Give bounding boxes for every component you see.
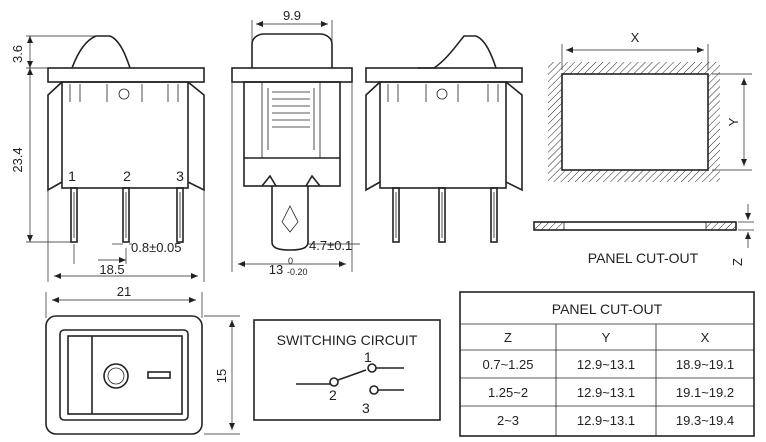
dim-bezel-width: 21	[117, 284, 131, 299]
cutout-table: PANEL CUT-OUT Z Y X 0.7~1.25 12.9~13.1 1…	[459, 291, 755, 437]
terminal-3	[176, 187, 184, 243]
dim-body-width: 13	[269, 262, 283, 277]
table-cell: 1.25~2	[488, 385, 528, 400]
dim-body-height: 23.4	[10, 147, 25, 172]
terminal-number-2: 2	[123, 168, 131, 184]
panel-cutout-label: PANEL CUT-OUT	[588, 250, 699, 266]
circuit-terminal-3: 3	[362, 400, 370, 416]
table-header-x: X	[701, 330, 710, 345]
table-cell: 19.1~19.2	[676, 385, 734, 400]
terminal-number-1: 1	[68, 168, 76, 184]
cutout-rectangle	[561, 73, 709, 171]
switching-circuit: SWITCHING CIRCUIT 1 2 3	[253, 319, 441, 421]
dim-cutout-y: Y	[726, 117, 741, 126]
table-cell: 12.9~13.1	[577, 413, 635, 428]
dim-rocker-height: 3.6	[10, 45, 25, 63]
dim-pin-width: 4.7±0.1	[309, 238, 352, 253]
switching-circuit-box	[253, 319, 441, 421]
dim-top-width: 9.9	[283, 8, 301, 23]
indicator-hole	[118, 88, 130, 100]
terminal-number-3: 3	[176, 168, 184, 184]
table-title: PANEL CUT-OUT	[552, 301, 663, 317]
side-view: 1 2 3 3.6 23.4 0.8±0.05 18.5	[10, 35, 205, 282]
front-view: 9.9 4.7±0.1 13 0 -0.20	[231, 8, 360, 277]
dim-body-tol-upper: 0	[288, 256, 293, 266]
off-symbol	[103, 363, 129, 389]
table-cell: 0.7~1.25	[483, 357, 534, 372]
terminal-1	[70, 187, 78, 243]
dim-cutout-z: Z	[730, 258, 745, 266]
table-cell: 19.3~19.4	[676, 413, 734, 428]
rocker-actuator-2	[418, 35, 497, 69]
side-view-2	[365, 35, 523, 243]
table-header-z: Z	[504, 330, 512, 345]
bezel	[45, 315, 203, 435]
terminal-hole	[281, 205, 299, 233]
table-cell: 12.9~13.1	[577, 385, 635, 400]
panel-section	[533, 221, 737, 231]
top-view: 21 15	[45, 284, 240, 435]
rocker-front	[251, 33, 333, 68]
circuit-terminal-1: 1	[364, 349, 372, 365]
on-symbol	[147, 371, 171, 379]
terminal-2	[122, 187, 130, 243]
switching-circuit-title: SWITCHING CIRCUIT	[277, 332, 418, 348]
dim-body-tol-lower: -0.20	[287, 267, 308, 277]
dim-bezel-height: 15	[214, 369, 229, 383]
panel-cutout-view: X Y Z PANEL CUT-OUT	[533, 30, 754, 266]
rocker-actuator	[71, 35, 131, 69]
table-cell: 12.9~13.1	[577, 357, 635, 372]
dim-pin-pitch: 18.5	[99, 262, 124, 277]
dim-cutout-x: X	[631, 30, 640, 45]
dim-pin-thickness: 0.8±0.05	[131, 240, 182, 255]
table-cell: 2~3	[497, 413, 519, 428]
circuit-terminal-2: 2	[329, 387, 337, 403]
table-cell: 18.9~19.1	[676, 357, 734, 372]
table-header-y: Y	[602, 330, 611, 345]
